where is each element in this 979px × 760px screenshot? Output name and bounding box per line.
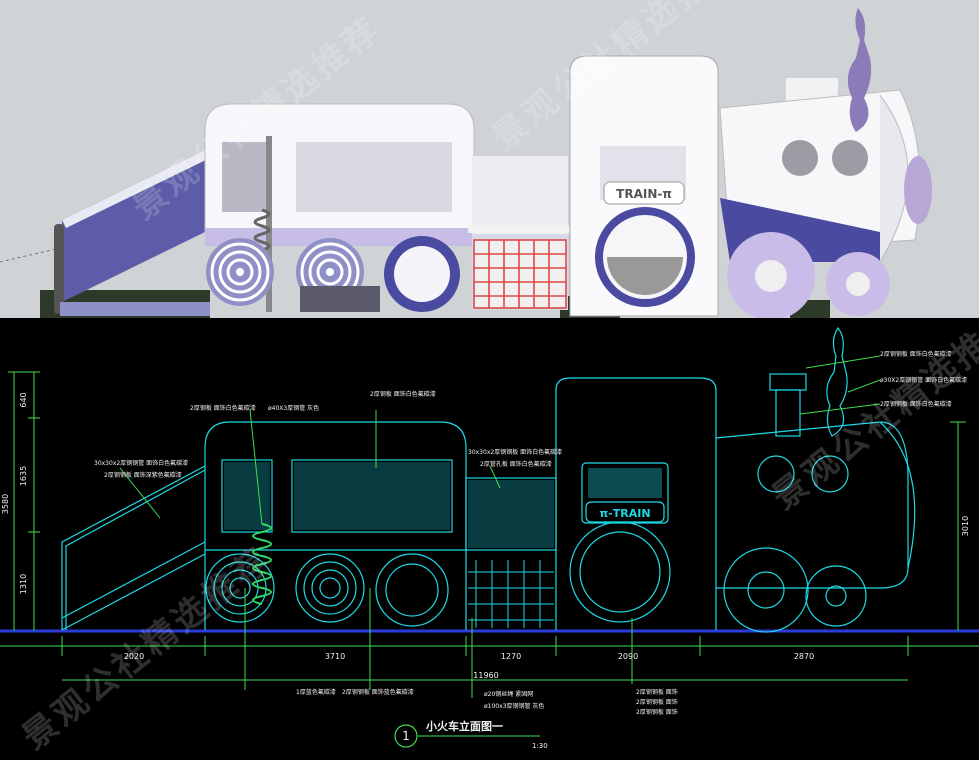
dim-right: 3010 xyxy=(961,516,970,536)
dim-overall: 11960 xyxy=(473,671,498,680)
note-cab-3: 2厚钢钢板 面饰白色氟碳漆 xyxy=(880,400,952,408)
render-wheel xyxy=(206,238,274,306)
slide-ramp xyxy=(54,150,210,316)
note-top-right: 2厚钢板 面饰白色氟碳漆 xyxy=(370,390,436,398)
dimension-texts: 2020 3710 1270 2090 2870 11960 640 1635 … xyxy=(1,392,970,680)
annotations: 2厚钢板 面饰白色氟碳漆 ø40X3厚钢管 灰色 2厚钢板 面饰白色氟碳漆 30… xyxy=(94,350,967,716)
note-rail-1: 30x30x2厚钢钢管 面饰白色氟碳漆 xyxy=(94,459,188,467)
dim-left-mid: 1635 xyxy=(19,466,28,486)
locomotive-boiler xyxy=(719,8,932,318)
dim-2020: 2020 xyxy=(124,652,144,661)
note-mid-2: 2厚管孔板 面饰白色氟碳漆 xyxy=(480,460,552,468)
note-cab-2: ø30X2厚钢钢管 面饰白色氟碳漆 xyxy=(880,376,967,384)
net-grid xyxy=(468,560,554,628)
nameplate-text: π-TRAIN xyxy=(599,507,650,520)
note-spring: ø40X3厚钢管 灰色 xyxy=(268,404,319,412)
brand-label: TRAIN-π xyxy=(616,187,672,201)
note-bot-7: 2厚钢钢板 面饰 xyxy=(636,708,678,716)
dim-2870: 2870 xyxy=(794,652,814,661)
dimension-lines xyxy=(0,355,979,698)
cad-elevation: π-TRAIN xyxy=(0,318,979,760)
drawing-scale: 1:30 xyxy=(532,742,548,750)
perforated-panel xyxy=(468,480,554,548)
dim-left-bot: 1310 xyxy=(19,574,28,594)
render-wheel xyxy=(384,236,460,312)
note-rail-2: 2厚钢钢板 面饰深紫色氟碳漆 xyxy=(104,471,182,479)
dim-left-total: 3580 xyxy=(1,494,10,514)
perforated-panel xyxy=(224,462,270,530)
note-bot-1: 1厚蓝色氟碳漆 xyxy=(296,688,336,696)
locomotive-cab: TRAIN-π xyxy=(569,55,719,317)
net-panel xyxy=(473,239,567,309)
drawing-title: 小火车立面图一 xyxy=(425,719,503,733)
drawing-number: 1 xyxy=(402,729,410,743)
note-bot-4: ø100x3厚钢钢管 灰色 xyxy=(484,702,544,710)
train-outline xyxy=(61,373,916,633)
note-bot-6: 2厚钢钢板 面饰 xyxy=(636,698,678,706)
dim-1270: 1270 xyxy=(501,652,521,661)
note-bot-2: 2厚钢钢板 面饰蓝色氟碳漆 xyxy=(342,688,414,696)
spring xyxy=(252,523,272,605)
note-bot-3: ø20钢丝绳 紧固网 xyxy=(484,690,533,698)
train-3d-render: TRAIN-π xyxy=(0,0,979,318)
dim-2090: 2090 xyxy=(618,652,638,661)
perforated-panel xyxy=(294,462,450,530)
dim-3710: 3710 xyxy=(325,652,345,661)
note-mid-1: 30x30x2厚钢钢板 面饰白色氟碳漆 xyxy=(468,448,562,456)
drawing-title-block: 1 小火车立面图一 1:30 xyxy=(394,719,548,750)
drawing-number-circle xyxy=(394,724,418,748)
note-tender-mesh: 2厚钢板 面饰白色氟碳漆 xyxy=(190,404,256,412)
dim-left-top: 640 xyxy=(19,392,28,407)
note-bot-5: 2厚钢钢板 面饰 xyxy=(636,688,678,696)
note-cab-1: 2厚钢钢板 面饰白色氟碳漆 xyxy=(880,350,952,358)
